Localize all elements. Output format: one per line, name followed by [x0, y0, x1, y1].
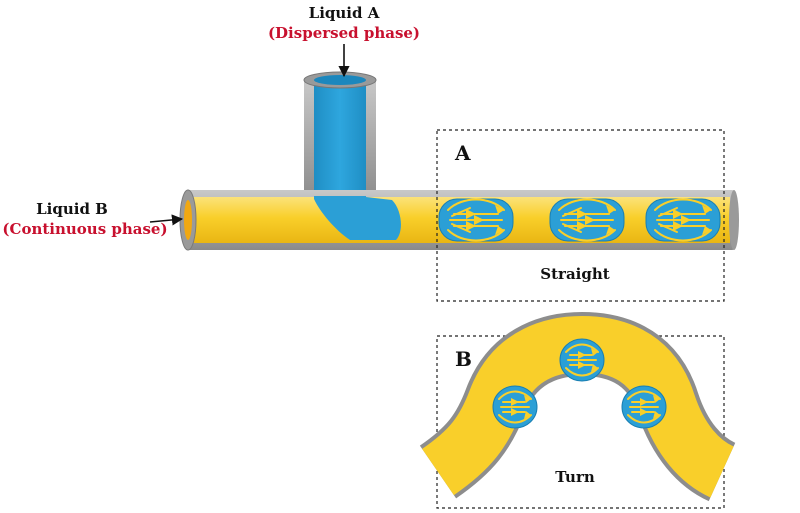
liquid-a-phase-label: (Dispersed phase): [268, 24, 420, 42]
dispersed-phase-flow: [314, 196, 401, 240]
panel-a-caption: Straight: [540, 265, 609, 283]
droplet-turn-right: [621, 385, 667, 429]
droplet-turn-left: [492, 385, 538, 429]
dispersed-phase-inlet-tube: [303, 71, 377, 202]
liquid-b-arrow: [149, 214, 184, 226]
liquid-a-label: Liquid A: [309, 4, 380, 22]
droplet-straight-3: [645, 198, 721, 242]
droplet-turn-top: [559, 338, 605, 382]
panel-b-caption: Turn: [555, 468, 595, 486]
liquid-b-phase-label: (Continuous phase): [2, 220, 167, 238]
droplet-straight-1: [438, 198, 514, 242]
panel-a-box: [436, 129, 725, 302]
panel-b-box: [436, 335, 725, 509]
panel-a-letter: A: [454, 141, 471, 165]
droplet-straight-2: [549, 198, 625, 242]
liquid-b-label: Liquid B: [36, 200, 108, 218]
panel-b-letter: B: [455, 347, 472, 371]
